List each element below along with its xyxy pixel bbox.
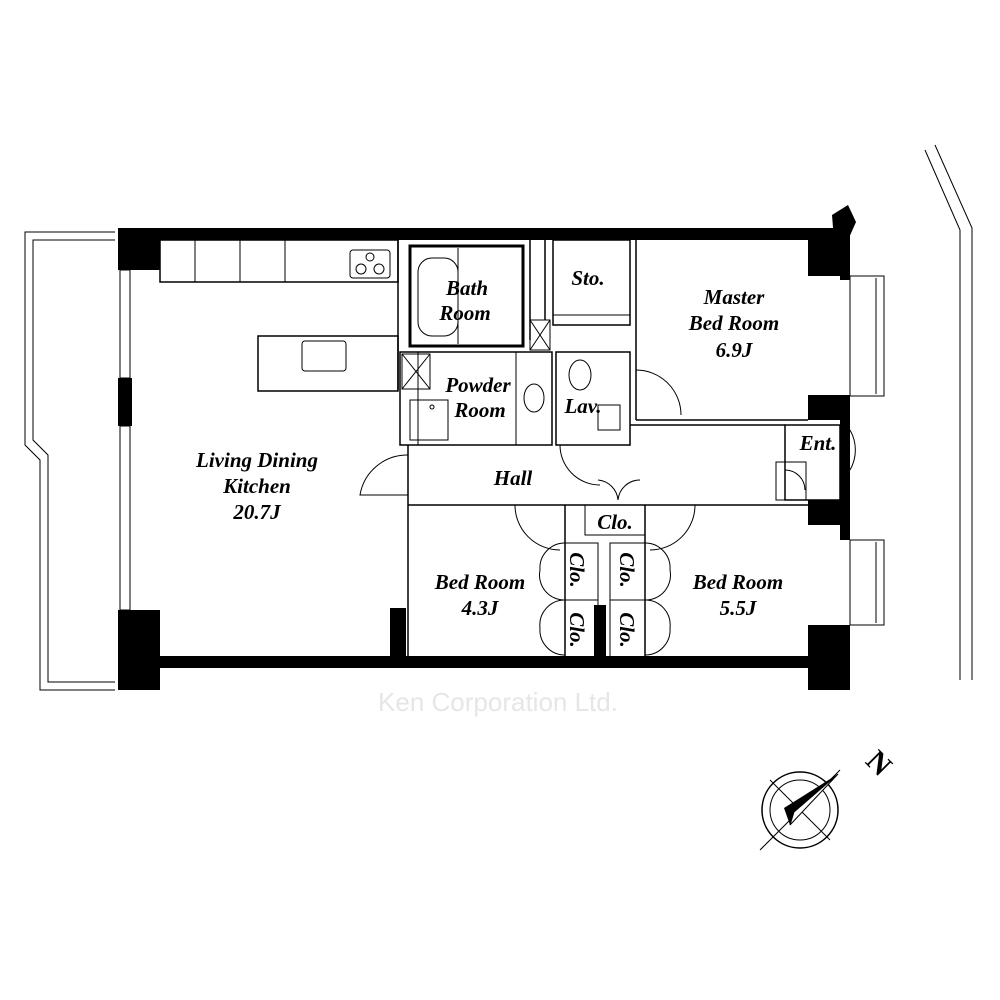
bedroom-1-label: Bed Room xyxy=(434,570,525,594)
compass-icon xyxy=(759,769,841,851)
closet-label: Clo. xyxy=(597,510,633,534)
windows xyxy=(119,269,885,626)
exterior-road-lines xyxy=(924,144,973,680)
entrance-label: Ent. xyxy=(799,431,837,455)
door-swings xyxy=(359,369,856,656)
ldk-label-2: Kitchen xyxy=(222,474,291,498)
closet-label: Clo. xyxy=(615,612,639,648)
master-bedroom-size: 6.9J xyxy=(716,338,754,362)
cooktop-icon xyxy=(349,249,391,279)
balcony-outline xyxy=(24,231,115,691)
north-label: N xyxy=(859,744,898,783)
bath-room-label: Bath xyxy=(445,276,488,300)
master-bedroom-label-2: Bed Room xyxy=(688,311,779,335)
closet-label: Clo. xyxy=(615,552,639,588)
kitchen-counter xyxy=(159,239,399,283)
lavatory-label: Lav. xyxy=(563,394,601,418)
ldk-size: 20.7J xyxy=(232,500,282,524)
powder-room-label: Powder xyxy=(444,373,511,397)
master-bedroom-label: Master xyxy=(703,285,766,309)
kitchen-island xyxy=(257,335,399,392)
bedroom-2-label: Bed Room xyxy=(692,570,783,594)
watermark: Ken Corporation Ltd. xyxy=(378,687,618,717)
bath-room-label-2: Room xyxy=(438,301,490,325)
walls xyxy=(118,205,856,690)
hall-label: Hall xyxy=(493,466,533,490)
storage-label: Sto. xyxy=(571,266,604,290)
bedroom-2-size: 5.5J xyxy=(720,596,758,620)
interior-walls xyxy=(397,239,841,659)
closet-label: Clo. xyxy=(565,612,589,648)
closet-label: Clo. xyxy=(565,552,589,588)
powder-room-label-2: Room xyxy=(453,398,505,422)
ldk-label: Living Dining xyxy=(195,448,318,472)
bedroom-1-size: 4.3J xyxy=(461,596,500,620)
